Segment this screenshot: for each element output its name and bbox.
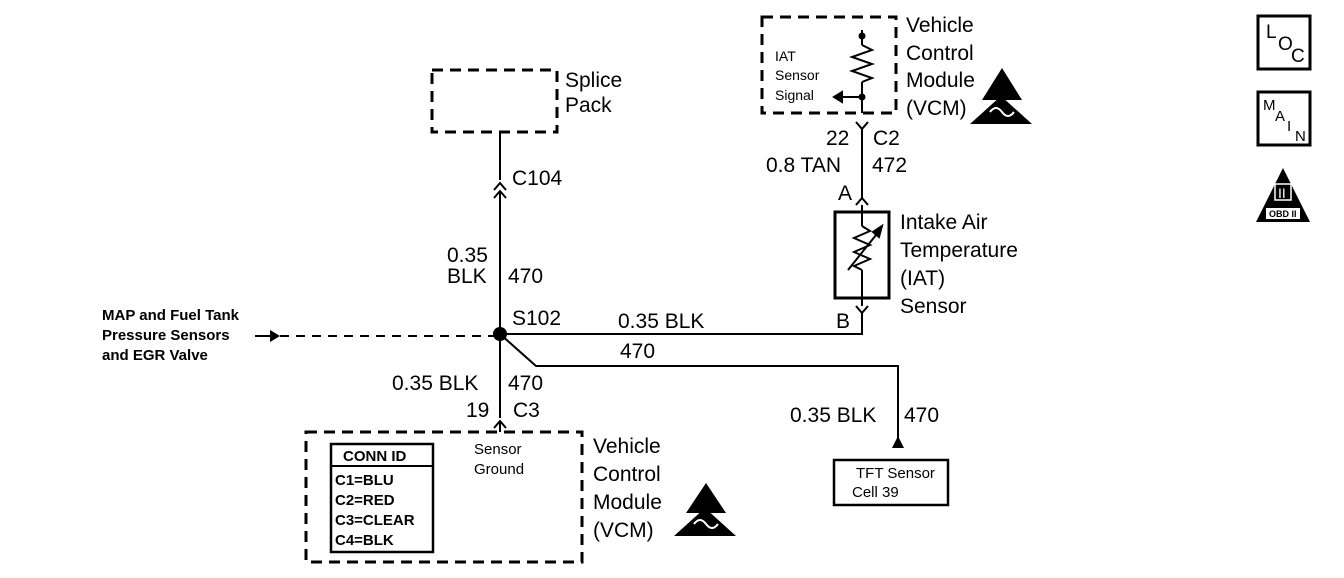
- vcm-bottom-label-1: Vehicle: [593, 435, 661, 458]
- tft-box: [832, 458, 950, 507]
- main-letter-i: I: [1287, 118, 1291, 135]
- iat-label-2: Temperature: [900, 239, 1018, 262]
- wire-tft-label: 0.35 BLK: [790, 404, 876, 427]
- splice-s102-label: S102: [512, 307, 561, 330]
- vcm-top-pin: 22: [826, 127, 849, 150]
- wire-tan-circuit: 472: [872, 154, 907, 177]
- iat-connector-b: [855, 298, 869, 315]
- sensor-ground-2: Ground: [474, 461, 524, 478]
- wire-down-label: 0.35 BLK: [392, 372, 478, 395]
- main-letter-a: A: [1275, 108, 1285, 125]
- map-note-1: MAP and Fuel Tank: [102, 307, 240, 324]
- main-button-icon[interactable]: M A I N: [1256, 90, 1312, 147]
- conn-id-row: C2=RED: [335, 492, 395, 509]
- c104-label: C104: [512, 167, 563, 190]
- conn-id-row: C4=BLK: [335, 532, 394, 549]
- wire-up-color: BLK: [447, 265, 487, 288]
- obd-ii-icon[interactable]: II OBD II: [1256, 168, 1310, 222]
- vcm-top-label-2: Control: [906, 42, 974, 65]
- wire-tan-gauge: 0.8 TAN: [766, 154, 841, 177]
- vcm-top-box: [760, 15, 898, 115]
- vcm-bottom-box: [304, 430, 584, 564]
- main-letter-n: N: [1295, 128, 1306, 145]
- loc-button-icon[interactable]: L O C: [1256, 14, 1312, 71]
- splice-pack-label-2: Pack: [565, 94, 612, 117]
- map-note-2: Pressure Sensors: [102, 327, 230, 344]
- vcm-bottom-label-4: (VCM): [593, 519, 654, 542]
- tft-label-1: TFT Sensor: [856, 465, 935, 482]
- iat-label-1: Intake Air: [900, 211, 988, 234]
- map-arrow-head: [270, 330, 280, 342]
- loc-letter-l: L: [1266, 22, 1277, 43]
- vcm-top-inner-2: Sensor: [775, 67, 820, 83]
- vcm-top-label-1: Vehicle: [906, 14, 974, 37]
- esd-warning-icon-top: [970, 68, 1032, 124]
- vcm-top-inner-3: Signal: [775, 87, 814, 103]
- iat-connector-a: [855, 196, 869, 206]
- tft-label-2: Cell 39: [852, 484, 899, 501]
- vcm-top-label-3: Module: [906, 69, 975, 92]
- thermistor-icon: [847, 212, 884, 298]
- wire-down-circuit: 470: [508, 372, 543, 395]
- obd-ii-label: OBD II: [1269, 209, 1297, 219]
- wire-tft-circuit: 470: [904, 404, 939, 427]
- conn-id-row: C3=CLEAR: [335, 512, 415, 529]
- iat-pin-b: B: [836, 310, 850, 333]
- splice-pack-label-1: Splice: [565, 69, 622, 92]
- wire-right-label: 0.35 BLK: [618, 310, 704, 333]
- obd-ii-mark: II: [1278, 185, 1286, 201]
- splice-pack-box: [430, 68, 559, 134]
- conn-id-row: C1=BLU: [335, 472, 394, 489]
- vcm-bottom-label-2: Control: [593, 463, 661, 486]
- wire-right-circuit: 470: [620, 340, 655, 363]
- wire-down-pin: 19: [466, 399, 489, 422]
- c3-connector-symbol: [493, 419, 507, 432]
- main-letter-m: M: [1263, 97, 1276, 114]
- conn-id-box: [329, 442, 435, 554]
- map-note-3: and EGR Valve: [102, 347, 208, 364]
- wire-tft-470: [499, 333, 899, 440]
- wire-right-470: [500, 313, 863, 335]
- sensor-ground-1: Sensor: [474, 441, 522, 458]
- iat-label-4: Sensor: [900, 295, 967, 318]
- loc-letter-c: C: [1291, 46, 1305, 67]
- esd-warning-icon-bottom: [674, 483, 736, 536]
- loc-letter-o: O: [1278, 34, 1293, 55]
- tft-arrow: [892, 436, 904, 448]
- vcm-top-inner-1: IAT: [775, 48, 796, 64]
- vcm-top-conn: C2: [873, 127, 900, 150]
- vcm-pullup-resistor: [832, 30, 876, 113]
- wire-down-conn: C3: [513, 399, 540, 422]
- vcm-top-label-4: (VCM): [906, 97, 967, 120]
- iat-pin-a: A: [838, 182, 852, 205]
- wire-up-circuit: 470: [508, 265, 543, 288]
- vcm-bottom-label-3: Module: [593, 491, 662, 514]
- c2-connector-symbol: [855, 121, 869, 131]
- wire-up-gauge: 0.35: [447, 244, 488, 267]
- iat-label-3: (IAT): [900, 267, 945, 290]
- conn-id-title: CONN ID: [343, 448, 407, 465]
